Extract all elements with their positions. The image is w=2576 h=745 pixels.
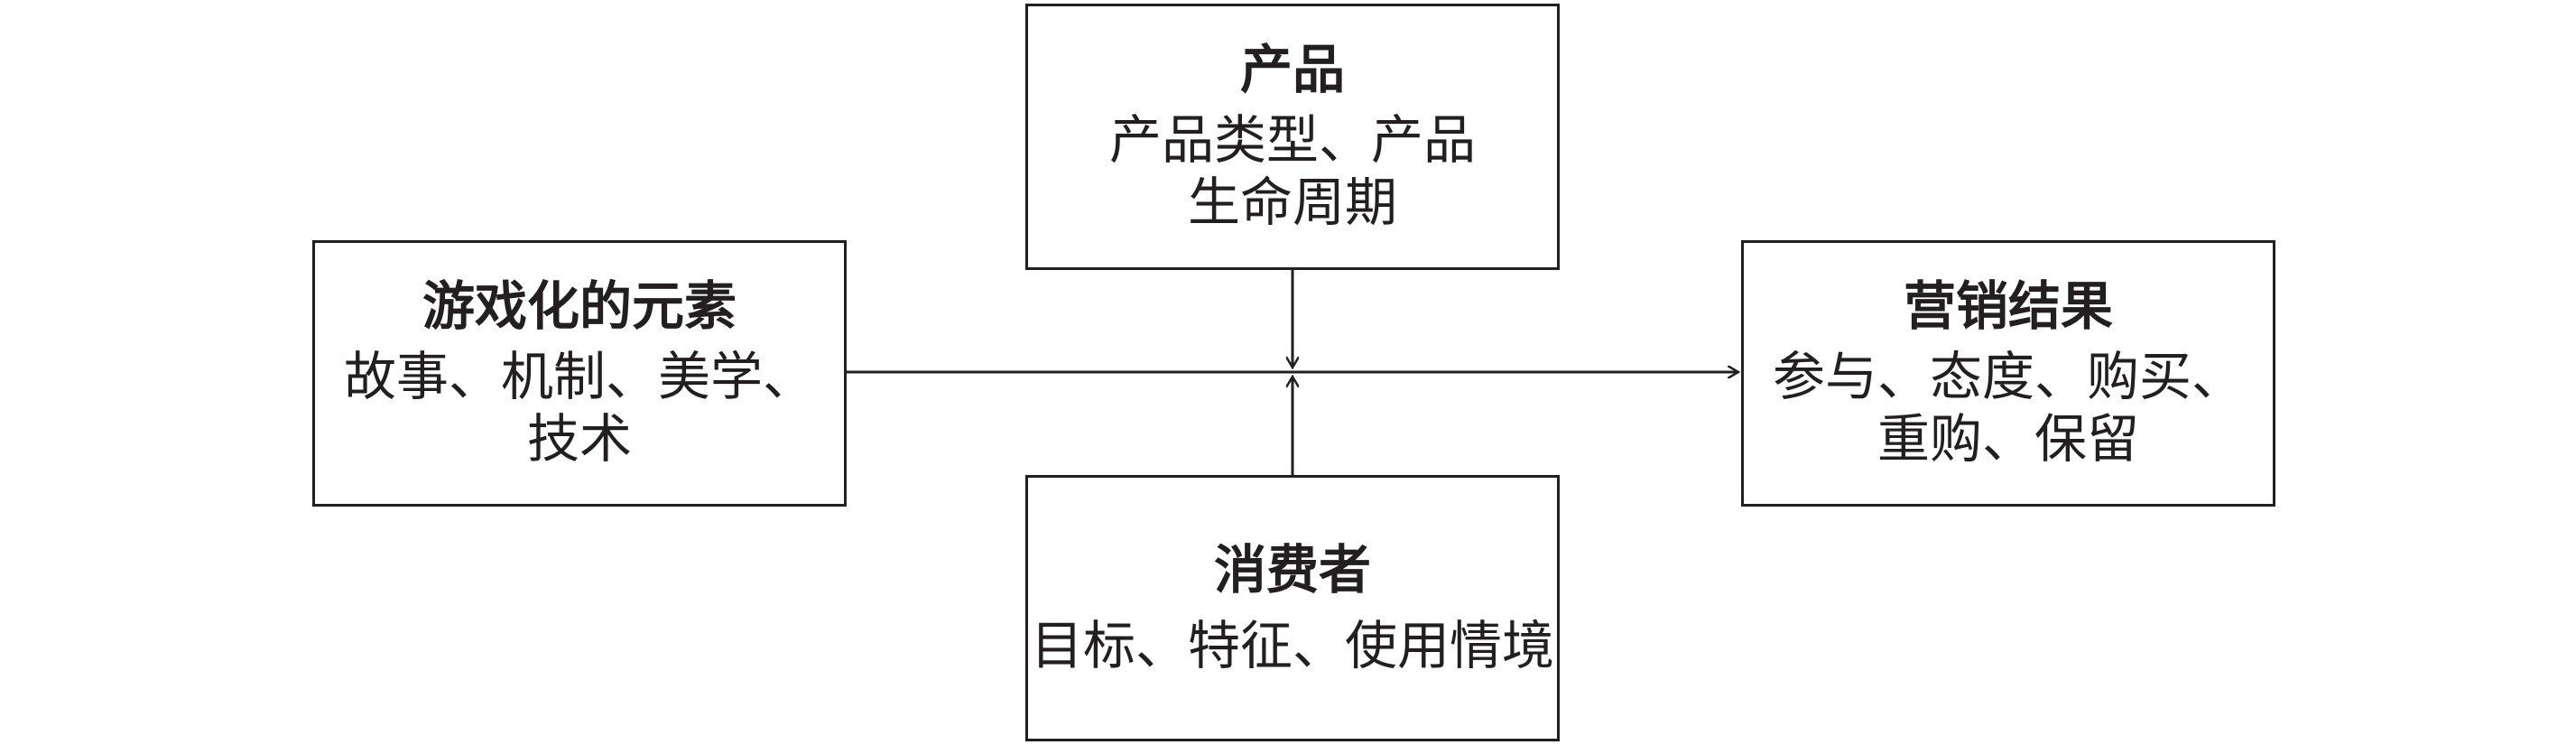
node-detail-line: 产品类型、产品 [1108, 108, 1476, 171]
node-marketing-outcome: 营销结果 参与、态度、购买、 重购、保留 [1741, 240, 2275, 507]
node-consumer: 消费者 目标、特征、使用情境 [1025, 475, 1560, 741]
node-gamification-elements: 游戏化的元素 故事、机制、美学、 技术 [312, 240, 847, 507]
node-title: 营销结果 [1903, 275, 2113, 338]
node-title: 产品 [1239, 39, 1345, 101]
node-detail-line: 技术 [526, 408, 632, 470]
node-detail-line: 生命周期 [1187, 172, 1397, 234]
node-title: 消费者 [1213, 538, 1371, 601]
node-product: 产品 产品类型、产品 生命周期 [1025, 4, 1560, 270]
node-detail-line: 故事、机制、美学、 [343, 345, 815, 407]
node-detail-line: 目标、特征、使用情境 [1030, 614, 1554, 676]
node-detail-line: 重购、保留 [1876, 408, 2139, 470]
node-detail-line: 参与、态度、购买、 [1772, 345, 2244, 407]
node-title: 游戏化的元素 [422, 275, 737, 338]
